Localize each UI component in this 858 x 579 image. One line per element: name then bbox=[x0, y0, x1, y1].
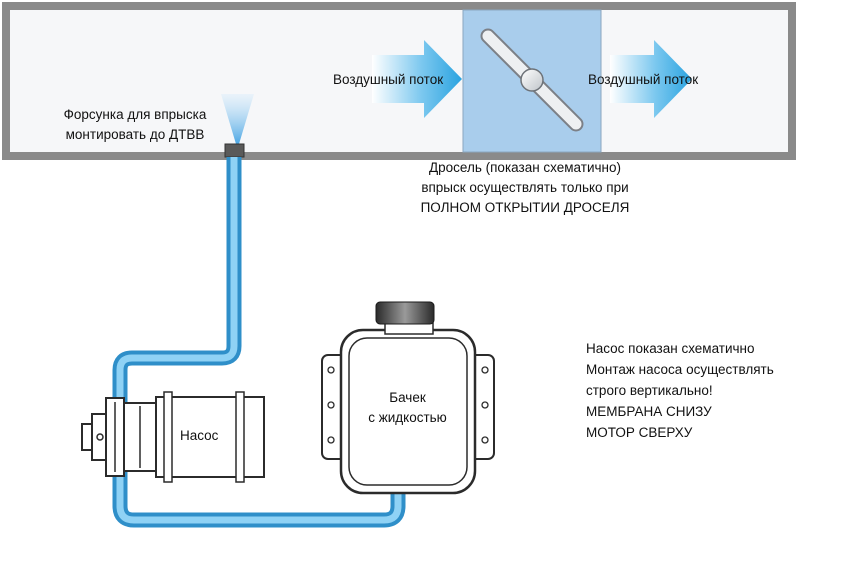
fluid-tank bbox=[321, 322, 495, 495]
pump-note: Насос показан схематично Монтаж насоса о… bbox=[586, 341, 774, 440]
injector-label: Форсунка для впрыска монтировать до ДТВВ bbox=[63, 107, 207, 142]
airflow-left-label: Воздушный поток bbox=[333, 72, 444, 87]
airflow-right-label: Воздушный поток bbox=[588, 72, 699, 87]
injector-nozzle bbox=[224, 143, 245, 158]
airflow-arrow-right-icon bbox=[610, 40, 692, 118]
spray-cone-icon bbox=[221, 94, 254, 144]
throttle-note: Дросель (показан схематично) впрыск осущ… bbox=[420, 160, 630, 215]
throttle-plate bbox=[480, 28, 584, 132]
tank-label: Бачек с жидкостью bbox=[368, 390, 447, 425]
airflow-arrow-left-icon bbox=[372, 40, 462, 118]
tank-cap bbox=[375, 301, 435, 325]
pump-body bbox=[81, 391, 265, 483]
pump-label: Насос bbox=[180, 428, 219, 443]
